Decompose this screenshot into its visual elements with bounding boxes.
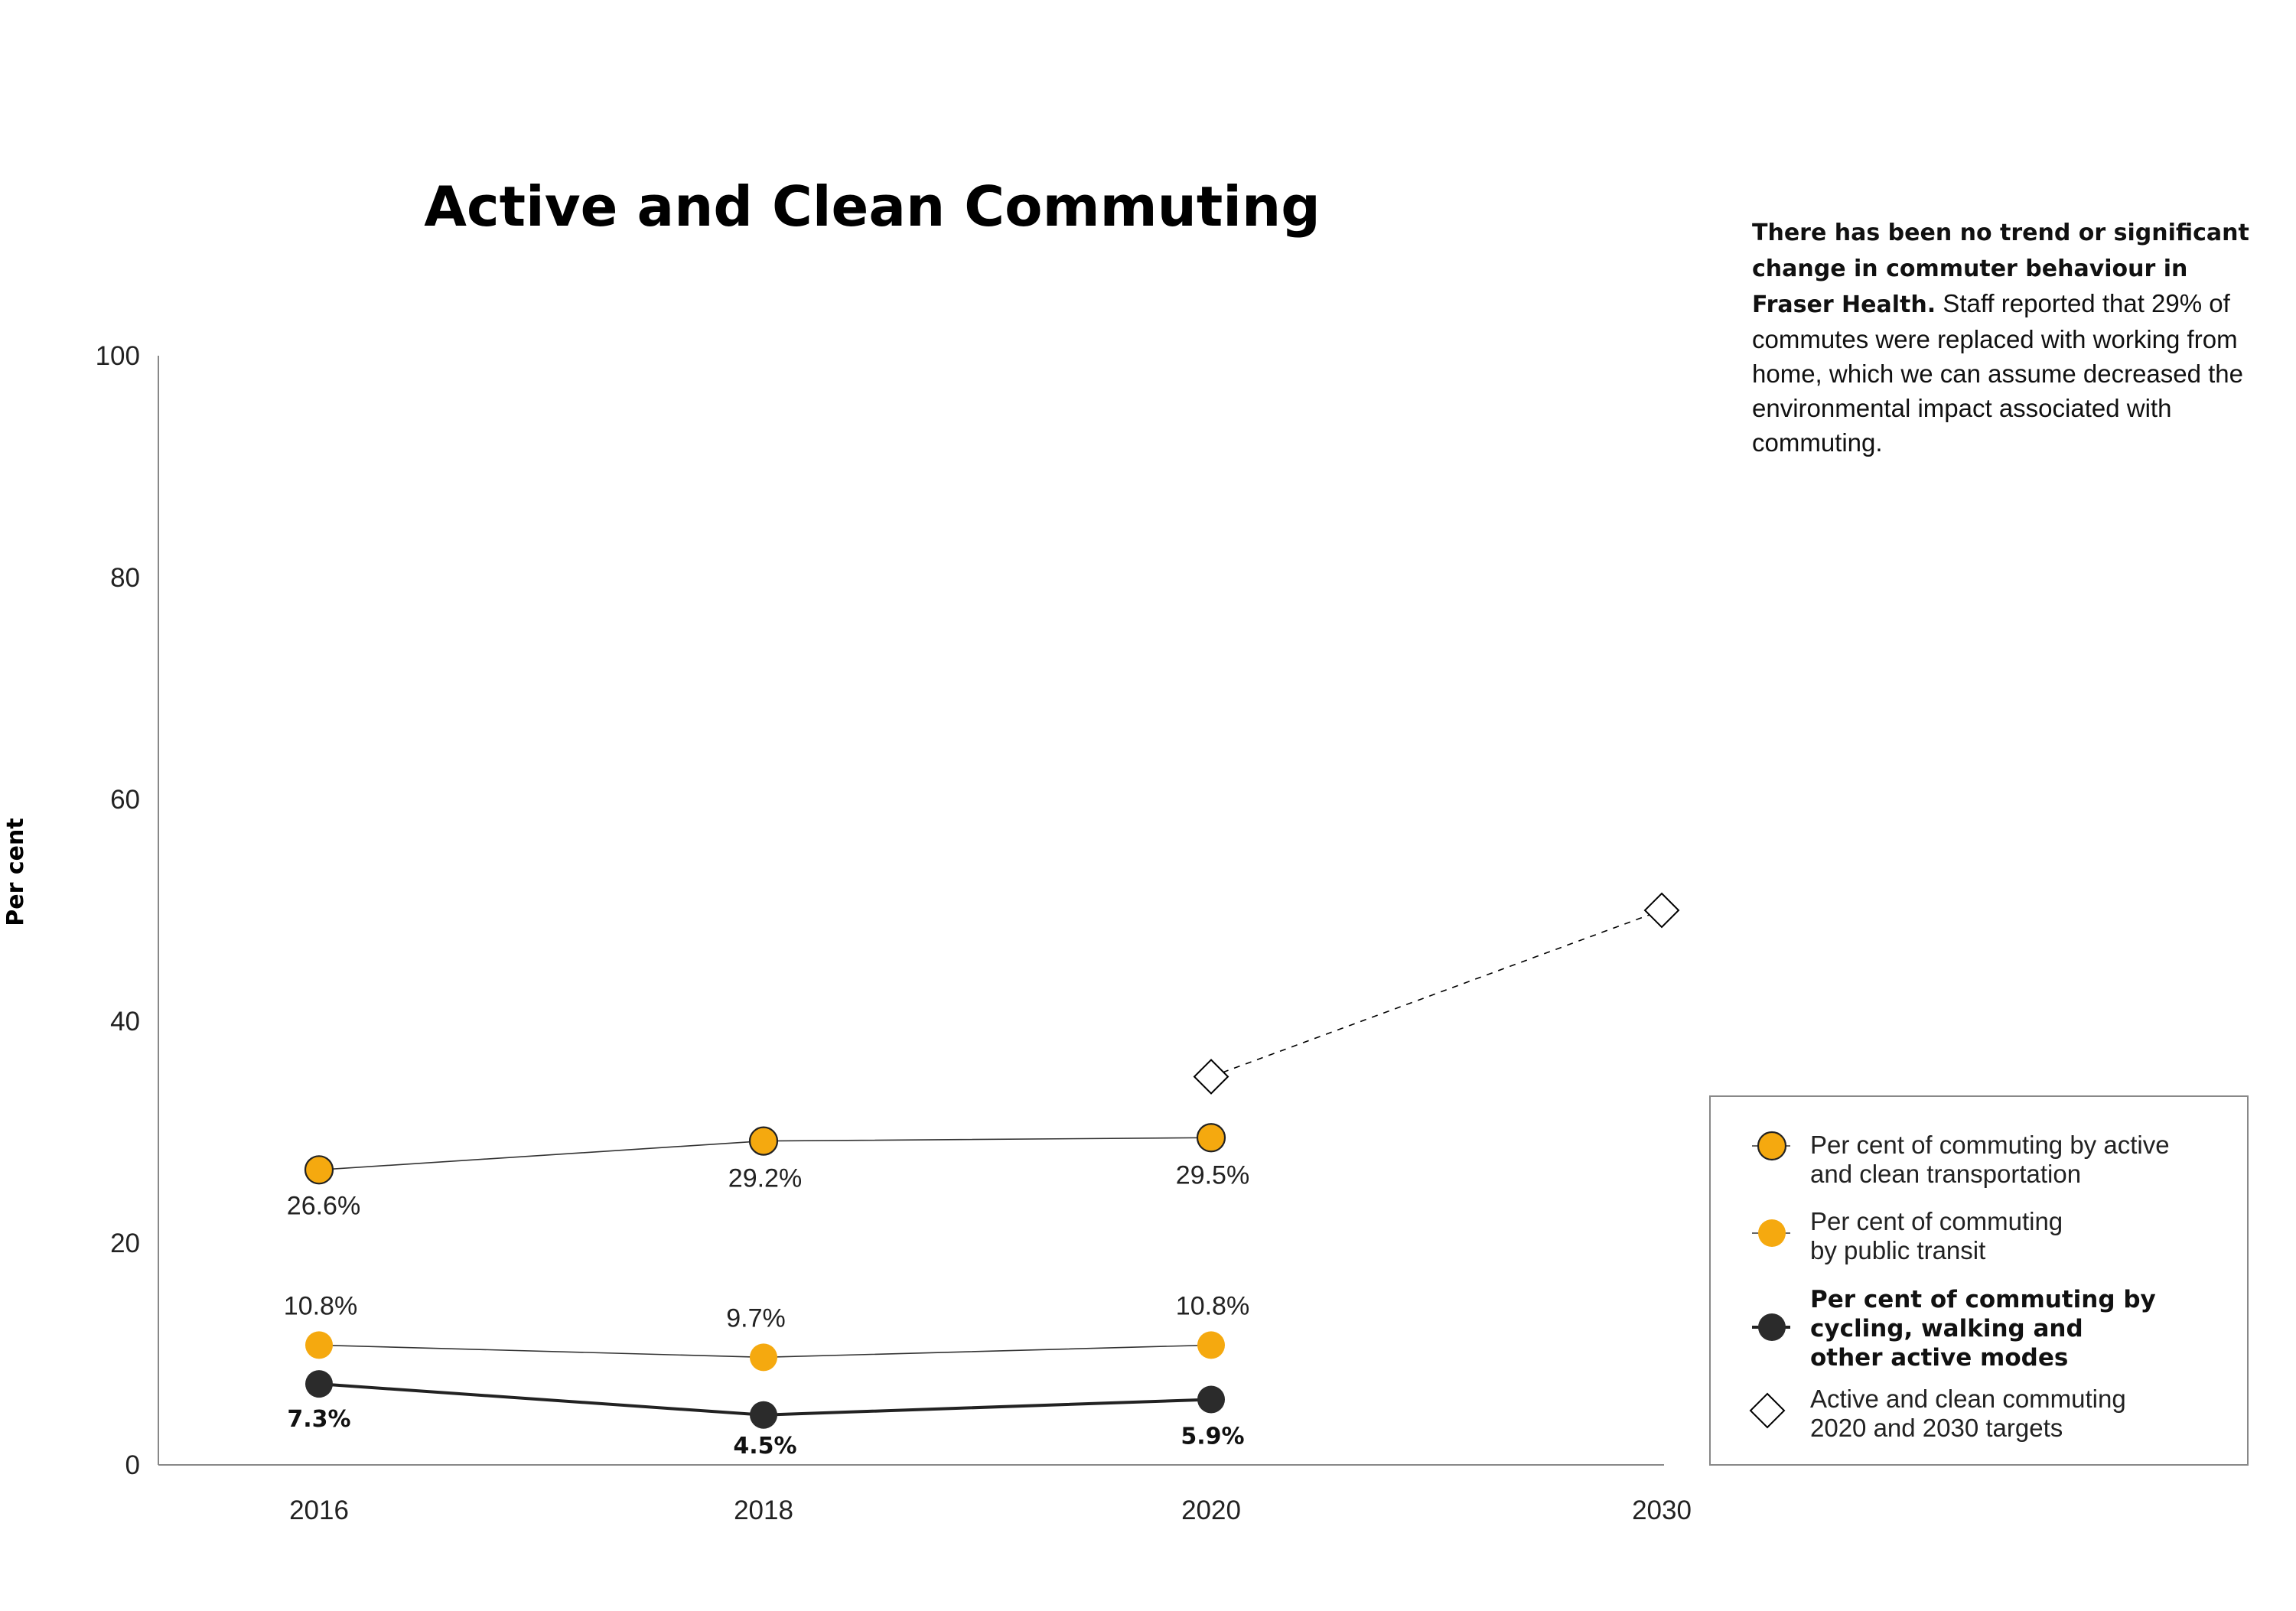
series-0: 26.6% 29.2% 29.5% [287, 1123, 1249, 1220]
y-tick-label: 100 [96, 341, 140, 371]
annotation-bold: There has been no trend or significant c… [1752, 220, 2249, 318]
legend-label: other active modes [1810, 1344, 2068, 1372]
data-label: 5.9% [1181, 1423, 1244, 1450]
y-tick-label: 20 [110, 1229, 140, 1258]
legend-label: Per cent of commuting by active [1810, 1131, 2170, 1159]
x-tick-label: 2018 [734, 1495, 793, 1525]
data-label: 9.7% [726, 1303, 786, 1333]
legend-label: Per cent of commuting [1810, 1207, 2063, 1235]
legend-marker [1749, 1392, 1786, 1429]
data-point [750, 1343, 777, 1372]
data-label: 7.3% [287, 1406, 350, 1433]
legend-label: by public transit [1810, 1236, 1985, 1264]
data-point [1196, 1123, 1226, 1153]
legend-label: Active and clean commuting [1810, 1385, 2126, 1413]
data-point [1643, 892, 1680, 929]
annotation-note: There has been no trend or significant c… [1752, 214, 2257, 460]
x-tick-label: 2030 [1632, 1495, 1692, 1525]
series-3 [1193, 892, 1680, 1095]
data-point [1193, 1059, 1229, 1095]
series-line [1210, 910, 1663, 1078]
y-axis-ticks: 0 20 40 60 80 100 [96, 341, 140, 1480]
legend-label: cycling, walking and [1810, 1315, 2083, 1342]
x-tick-label: 2020 [1181, 1495, 1241, 1525]
legend-box [1709, 1095, 2249, 1466]
data-label: 29.5% [1176, 1160, 1249, 1190]
chart-title: Active and Clean Commuting [424, 174, 1321, 239]
data-label: 10.8% [284, 1291, 357, 1320]
series-2: 7.3% 4.5% 5.9% [287, 1370, 1245, 1460]
data-label: 4.5% [733, 1433, 796, 1460]
data-label: 26.6% [287, 1191, 360, 1220]
x-tick-label: 2016 [289, 1495, 349, 1525]
y-tick-label: 80 [110, 563, 140, 593]
y-axis-label: Per cent [2, 818, 29, 926]
data-point [305, 1370, 333, 1398]
data-point [748, 1126, 779, 1156]
y-tick-label: 60 [110, 785, 140, 815]
annotation-text: Staff reported that 29% of commutes were… [1752, 289, 2244, 457]
data-label: 10.8% [1176, 1291, 1249, 1320]
data-point [304, 1155, 334, 1185]
series-layer: 26.6% 29.2% 29.5% 10.8% 9.7% 10.8% 7.3% 4.5% 5.9… [284, 892, 1680, 1460]
data-point [1197, 1385, 1225, 1414]
x-axis-ticks: 2016 2018 2020 2030 [289, 1495, 1692, 1525]
legend-marker [1758, 1219, 1786, 1247]
y-tick-label: 0 [125, 1450, 140, 1480]
data-point [1197, 1331, 1225, 1359]
data-label: 29.2% [728, 1164, 802, 1193]
legend-label: 2020 and 2030 targets [1810, 1414, 2063, 1442]
data-point [750, 1401, 777, 1429]
y-tick-label: 40 [110, 1007, 140, 1037]
data-point [305, 1331, 333, 1359]
legend-marker [1758, 1313, 1786, 1341]
legend-marker [1757, 1131, 1787, 1161]
legend-label: and clean transportation [1810, 1160, 2081, 1188]
legend-label: Per cent of commuting by [1810, 1286, 2156, 1313]
series-1: 10.8% 9.7% 10.8% [284, 1291, 1249, 1372]
